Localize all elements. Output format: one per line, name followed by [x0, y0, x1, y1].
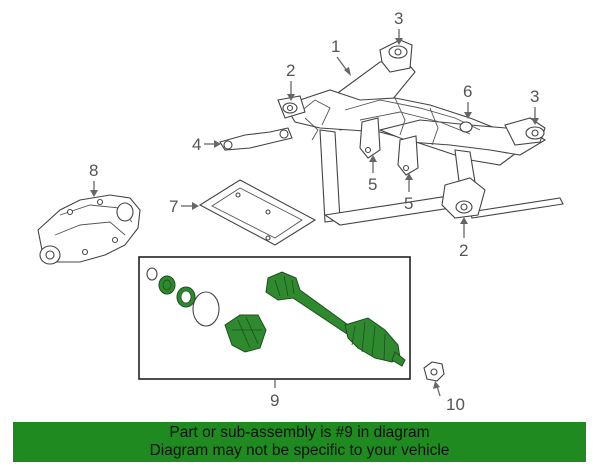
svg-text:3: 3	[530, 87, 539, 106]
svg-text:4: 4	[192, 135, 201, 154]
callout-2-bottom: 2	[459, 217, 468, 260]
svg-text:5: 5	[404, 194, 413, 213]
axle-shaft-box	[138, 256, 411, 380]
subframe-brackets[interactable]	[359, 117, 419, 176]
svg-text:10: 10	[446, 395, 465, 414]
callout-6: 6	[463, 82, 472, 119]
axle-shaft-assembly[interactable]	[146, 267, 406, 367]
axle-nut[interactable]	[423, 361, 445, 382]
callout-10: 10	[433, 381, 465, 414]
svg-text:3: 3	[394, 9, 403, 28]
callout-5-right: 5	[404, 173, 413, 213]
banner-line-1: Part or sub-assembly is #9 in diagram	[169, 424, 430, 441]
callout-8: 8	[89, 161, 98, 197]
callout-2-top: 2	[286, 61, 295, 101]
svg-text:7: 7	[169, 197, 178, 216]
svg-text:9: 9	[270, 391, 279, 410]
callout-5-left: 5	[368, 155, 377, 194]
rear-subframe[interactable]	[277, 39, 564, 226]
svg-text:2: 2	[286, 61, 295, 80]
differential[interactable]	[37, 194, 141, 265]
svg-text:6: 6	[463, 82, 472, 101]
control-arm[interactable]	[219, 127, 293, 151]
part-info-banner: Part or sub-assembly is #9 in diagram Di…	[13, 422, 586, 462]
callout-7: 7	[169, 197, 199, 216]
callout-9: 9	[270, 380, 279, 410]
callout-1: 1	[331, 37, 351, 76]
shield-plate[interactable]	[198, 179, 317, 246]
callout-3-top: 3	[394, 9, 403, 45]
svg-text:8: 8	[89, 161, 98, 180]
svg-text:5: 5	[368, 175, 377, 194]
svg-text:2: 2	[459, 241, 468, 260]
parts-diagram: 1 2 2 3 3 4 5 5 6 7	[37, 9, 564, 414]
subframe-mount-bushings[interactable]	[282, 45, 545, 214]
callout-3-right: 3	[530, 87, 539, 125]
banner-line-2: Diagram may not be specific to your vehi…	[149, 442, 450, 459]
callout-4: 4	[192, 135, 221, 154]
svg-text:1: 1	[331, 37, 340, 56]
